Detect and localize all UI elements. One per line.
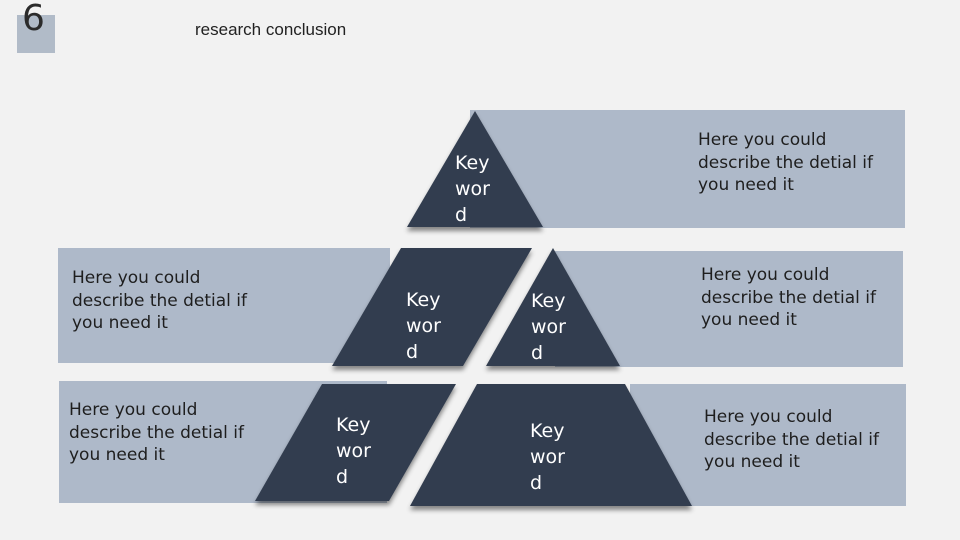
pyramid-bottom-left-parallelogram xyxy=(255,384,456,501)
pyramid-middle-left-parallelogram xyxy=(332,248,532,366)
description-middle-left: Here you could describe the detial if yo… xyxy=(72,268,248,333)
keyword-middle-right: Key wor d xyxy=(531,290,566,364)
description-bottom-right: Here you could describe the detial if yo… xyxy=(704,407,880,472)
description-middle-right: Here you could describe the detial if yo… xyxy=(701,265,877,330)
description-top-right: Here you could describe the detial if yo… xyxy=(698,130,874,195)
pyramid-top-triangle xyxy=(407,111,543,227)
pyramid-bottom-right-trapezoid xyxy=(410,384,692,506)
slide-number-box xyxy=(17,15,55,53)
band-middle-left xyxy=(58,248,390,363)
pyramid-middle-right-triangle xyxy=(486,248,620,366)
keyword-top: Key wor d xyxy=(455,152,490,226)
description-bottom-left: Here you could describe the detial if yo… xyxy=(69,400,245,465)
band-top-right xyxy=(470,110,905,228)
keyword-bottom-left: Key wor d xyxy=(336,414,371,488)
slide-number: 6 xyxy=(22,0,45,39)
keyword-middle-left: Key wor d xyxy=(406,289,441,363)
section-title: research conclusion xyxy=(195,20,347,39)
keyword-bottom-right: Key wor d xyxy=(530,420,565,494)
band-middle-right xyxy=(555,251,903,367)
